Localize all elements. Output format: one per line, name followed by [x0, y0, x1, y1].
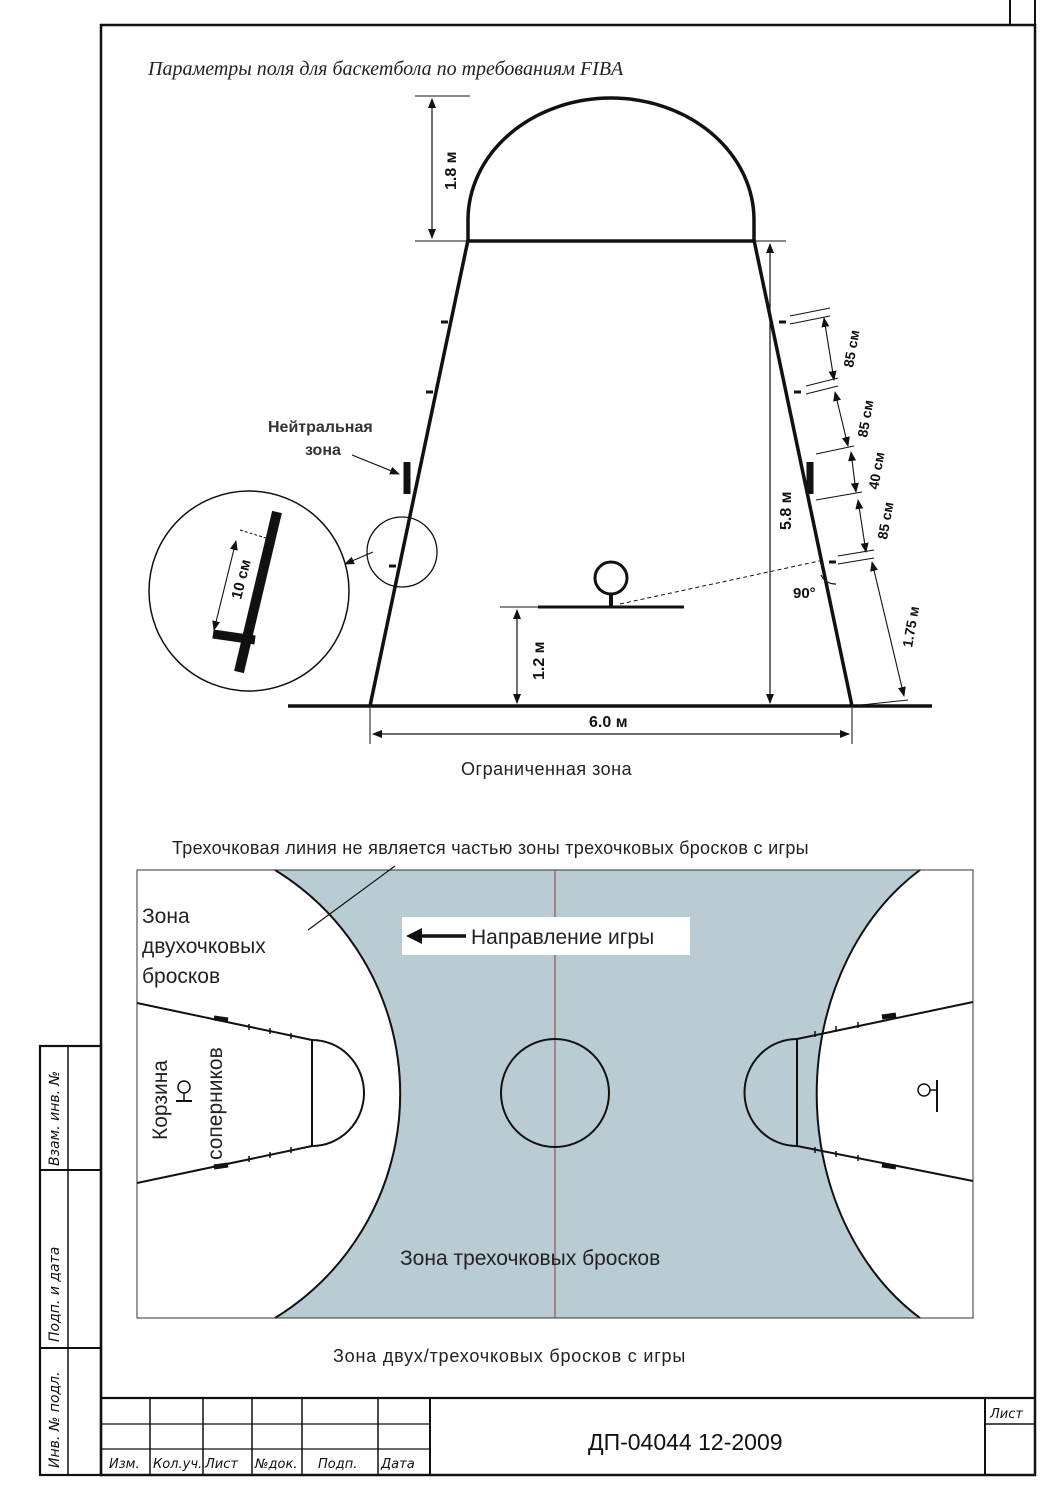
court-diagram	[136, 865, 974, 1319]
dim-40-cm: 40 см	[865, 451, 887, 491]
dim-1-75-m: 1.75 м	[899, 605, 922, 649]
stamp-header-list: Лист	[204, 1457, 238, 1472]
detail-dim-10-cm: 10 см	[228, 558, 254, 601]
dim-1-8-m: 1.8 м	[443, 151, 460, 190]
direction-arrow-head	[406, 928, 422, 944]
stamp-header-data: Дата	[380, 1457, 415, 1472]
neutral-zone-label-1: Нейтральная	[268, 419, 373, 436]
stamp-header-ndok: №док.	[254, 1457, 297, 1472]
two-point-zone-label-1: Зона	[142, 905, 190, 928]
lane-right-line	[752, 239, 854, 707]
side-label-inv: Инв. № подл.	[47, 1371, 63, 1468]
page-title: Параметры поля для баскетбола по требова…	[147, 58, 624, 80]
left-key	[136, 1002, 365, 1184]
center-circle	[500, 1038, 610, 1148]
lane-left-line	[368, 239, 470, 707]
two-point-zone-label-3: бросков	[142, 965, 220, 988]
dim-85-cm-c: 85 см	[874, 501, 896, 541]
left-three-point-arc	[274, 869, 402, 1319]
basket-ring	[593, 560, 629, 596]
left-two-point-zone	[137, 870, 401, 1318]
restricted-zone-caption: Ограниченная зона	[461, 759, 633, 779]
drawing-frame	[38, 0, 1037, 1477]
free-throw-semicircle	[466, 96, 756, 241]
opponent-basket-label-1: Корзина	[149, 1060, 172, 1140]
direction-of-play-label: Направление игры	[471, 926, 654, 949]
right-key	[743, 1001, 974, 1182]
sheet-label: Лист	[989, 1407, 1023, 1422]
dim-85-cm-a: 85 см	[840, 329, 862, 369]
three-point-line-note: Трехочковая линия не является частью зон…	[172, 838, 809, 858]
court-caption: Зона двух/трехочковых бросков с игры	[333, 1346, 686, 1366]
angle-90: 90°	[793, 585, 816, 602]
stamp-header-koluch: Кол.уч.	[153, 1457, 202, 1472]
right-three-point-arc	[815, 869, 921, 1319]
side-label-podp: Подп. и дата	[47, 1247, 63, 1342]
stamp-header-podp: Подп.	[318, 1457, 357, 1472]
right-two-point-zone	[816, 870, 973, 1318]
dim-85-cm-b: 85 см	[854, 399, 876, 439]
stamp-header-izm: Изм.	[109, 1457, 140, 1472]
dim-5-8-m: 5.8 м	[778, 491, 795, 530]
detail-lane-line	[234, 510, 282, 674]
detail-focus-circle	[366, 516, 438, 588]
opponent-basket-label-2: соперников	[204, 1047, 227, 1160]
side-label-vzam: Взам. инв. №	[47, 1071, 63, 1166]
neutral-zone-label-2: зона	[305, 442, 341, 459]
restricted-zone-diagram	[148, 95, 932, 744]
two-point-zone-label-2: двухочковых	[142, 935, 266, 958]
dim-6-0-m: 6.0 м	[589, 714, 628, 731]
three-point-zone-label: Зона трехочковых бросков	[400, 1247, 660, 1270]
detail-mark	[212, 629, 256, 645]
dim-1-2-m: 1.2 м	[531, 641, 548, 680]
document-number: ДП-04044 12-2009	[588, 1429, 783, 1455]
note-pointer	[307, 865, 396, 931]
detail-magnified-circle	[148, 490, 350, 692]
